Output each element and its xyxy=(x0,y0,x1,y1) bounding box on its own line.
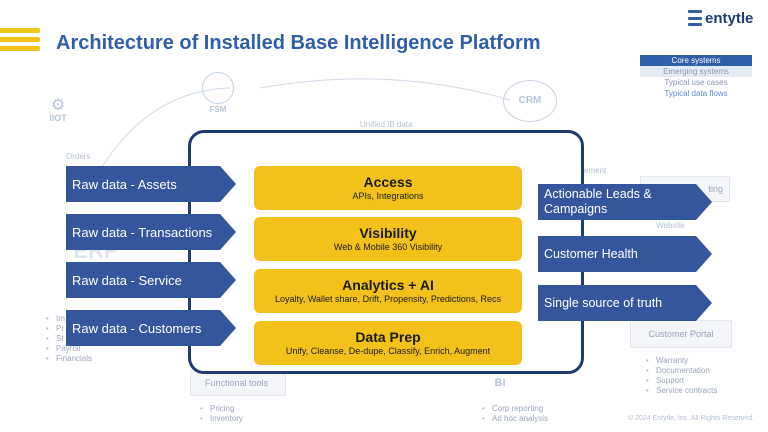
list-item: Corp reporting xyxy=(482,404,548,414)
layer-title: Visibility xyxy=(359,225,417,241)
layer-analytics-ai: Analytics + AI Loyalty, Wallet share, Dr… xyxy=(254,269,522,313)
layer-title: Access xyxy=(363,174,413,190)
legend: Core systems Emerging systems Typical us… xyxy=(640,55,752,99)
list-item: Ad hoc analysis xyxy=(482,414,548,424)
iiot-icon: ⚙ IIOT xyxy=(36,98,80,123)
input-arrow-transactions: Raw data - Transactions xyxy=(66,214,236,250)
list-item: Documentation xyxy=(646,366,717,376)
customer-portal-list: Warranty Documentation Support Service c… xyxy=(644,356,717,396)
input-arrow-label: Raw data - Assets xyxy=(72,176,177,192)
layer-data-prep: Data Prep Unify, Cleanse, De-dupe, Class… xyxy=(254,321,522,365)
logo-text: entytle xyxy=(705,9,754,27)
fsm-icon: FSM xyxy=(196,72,240,114)
bi-feature-list: Corp reporting Ad hoc analysis xyxy=(480,404,548,424)
logo-mark-icon xyxy=(688,10,702,26)
legend-typical-use-cases: Typical use cases xyxy=(664,78,728,87)
legend-typical-data-flows: Typical data flows xyxy=(664,89,728,98)
list-item: St xyxy=(46,334,92,344)
functional-tools-label: Functional tools xyxy=(205,378,269,388)
layer-visibility: Visibility Web & Mobile 360 Visibility xyxy=(254,217,522,261)
iiot-label: IIOT xyxy=(49,113,67,123)
input-arrow-customers: Raw data - Customers xyxy=(66,310,236,346)
list-item: Warranty xyxy=(646,356,717,366)
customer-portal-box: Customer Portal xyxy=(630,320,732,348)
functional-tools-box: Functional tools xyxy=(190,370,286,396)
list-item: Financials xyxy=(46,354,92,364)
layer-subtitle: Loyalty, Wallet share, Drift, Propensity… xyxy=(275,294,501,304)
functional-tools-list: Pricing Inventory xyxy=(198,404,243,424)
copyright-text: © 2024 Entytle, Inc. All Rights Reserved… xyxy=(628,415,755,422)
layer-access: Access APIs, Integrations xyxy=(254,166,522,210)
crm-icon: CRM xyxy=(500,80,560,122)
layer-subtitle: Web & Mobile 360 Visibility xyxy=(333,242,443,252)
output-arrow-label: Customer Health xyxy=(544,246,638,261)
marketing-label: ting xyxy=(708,184,723,194)
output-arrow-label: Single source of truth xyxy=(544,295,663,310)
input-arrow-label: Raw data - Customers xyxy=(72,320,202,336)
output-arrow-label: Actionable Leads & Campaigns xyxy=(544,187,652,216)
website-label: Website xyxy=(656,221,685,230)
crm-label: CRM xyxy=(503,80,557,122)
legend-core-systems: Core systems xyxy=(640,55,752,66)
unified-ib-data-label: Unified IB data xyxy=(360,120,413,129)
input-arrow-label: Raw data - Transactions xyxy=(72,224,213,240)
list-item: Payroll xyxy=(46,344,92,354)
list-item: Support xyxy=(646,376,717,386)
input-arrow-label: Raw data - Service xyxy=(72,272,182,288)
orders-label: Orders xyxy=(66,152,91,161)
list-item: Pricing xyxy=(200,404,243,414)
layer-title: Data Prep xyxy=(355,329,421,345)
customer-portal-label: Customer Portal xyxy=(648,329,714,339)
erp-feature-list: Im Pr St Payroll Financials xyxy=(44,314,92,364)
management-label: ement xyxy=(584,166,607,175)
bi-icon: BI xyxy=(494,377,506,389)
legend-emerging-systems: Emerging systems xyxy=(640,66,752,77)
output-arrow-leads-campaigns: Actionable Leads & Campaigns xyxy=(538,184,712,220)
input-arrow-service: Raw data - Service xyxy=(66,262,236,298)
entytle-logo: entytle xyxy=(688,8,753,28)
layer-subtitle: Unify, Cleanse, De-dupe, Classify, Enric… xyxy=(285,346,491,356)
header-stripes-decoration xyxy=(0,28,40,58)
output-arrow-customer-health: Customer Health xyxy=(538,236,712,272)
input-arrow-assets: Raw data - Assets xyxy=(66,166,236,202)
layer-subtitle: APIs, Integrations xyxy=(352,191,424,201)
page-title: Architecture of Installed Base Intellige… xyxy=(56,32,541,54)
list-item: Im xyxy=(46,314,92,324)
list-item: Pr xyxy=(46,324,92,334)
list-item: Service contracts xyxy=(646,386,717,396)
layer-title: Analytics + AI xyxy=(342,277,434,293)
output-arrow-single-source: Single source of truth xyxy=(538,285,712,321)
list-item: Inventory xyxy=(200,414,243,424)
fsm-label: FSM xyxy=(209,105,227,114)
